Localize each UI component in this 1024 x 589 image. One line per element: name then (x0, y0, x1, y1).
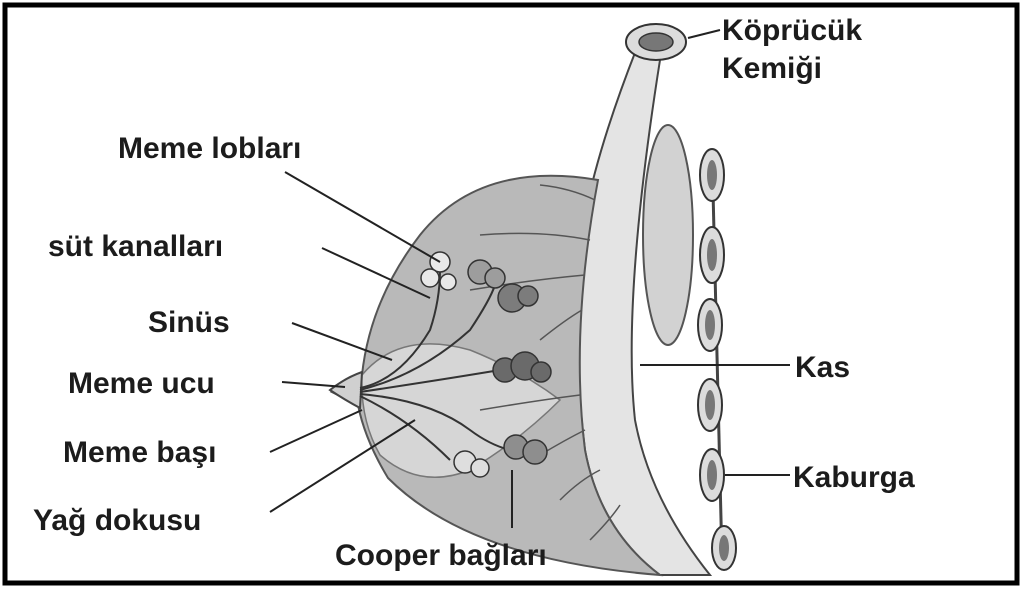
label-fat-tissue: Yağ dokusu (33, 504, 201, 537)
label-muscle: Kas (795, 351, 850, 384)
label-cooper-ligaments: Cooper bağları (335, 539, 547, 572)
label-breast-lobes: Meme lobları (118, 132, 301, 165)
label-nipple: Meme ucu (68, 367, 215, 400)
clavicle-bone (626, 24, 686, 60)
label-clavicle-line1: Köprücük (722, 14, 862, 47)
pectoral-muscle-oval (643, 125, 693, 345)
label-areola: Meme başı (63, 436, 216, 469)
label-milk-ducts: süt kanalları (48, 230, 223, 263)
label-sinus: Sinüs (148, 306, 230, 339)
label-rib: Kaburga (793, 461, 915, 494)
label-clavicle-line2: Kemiği (722, 52, 822, 85)
